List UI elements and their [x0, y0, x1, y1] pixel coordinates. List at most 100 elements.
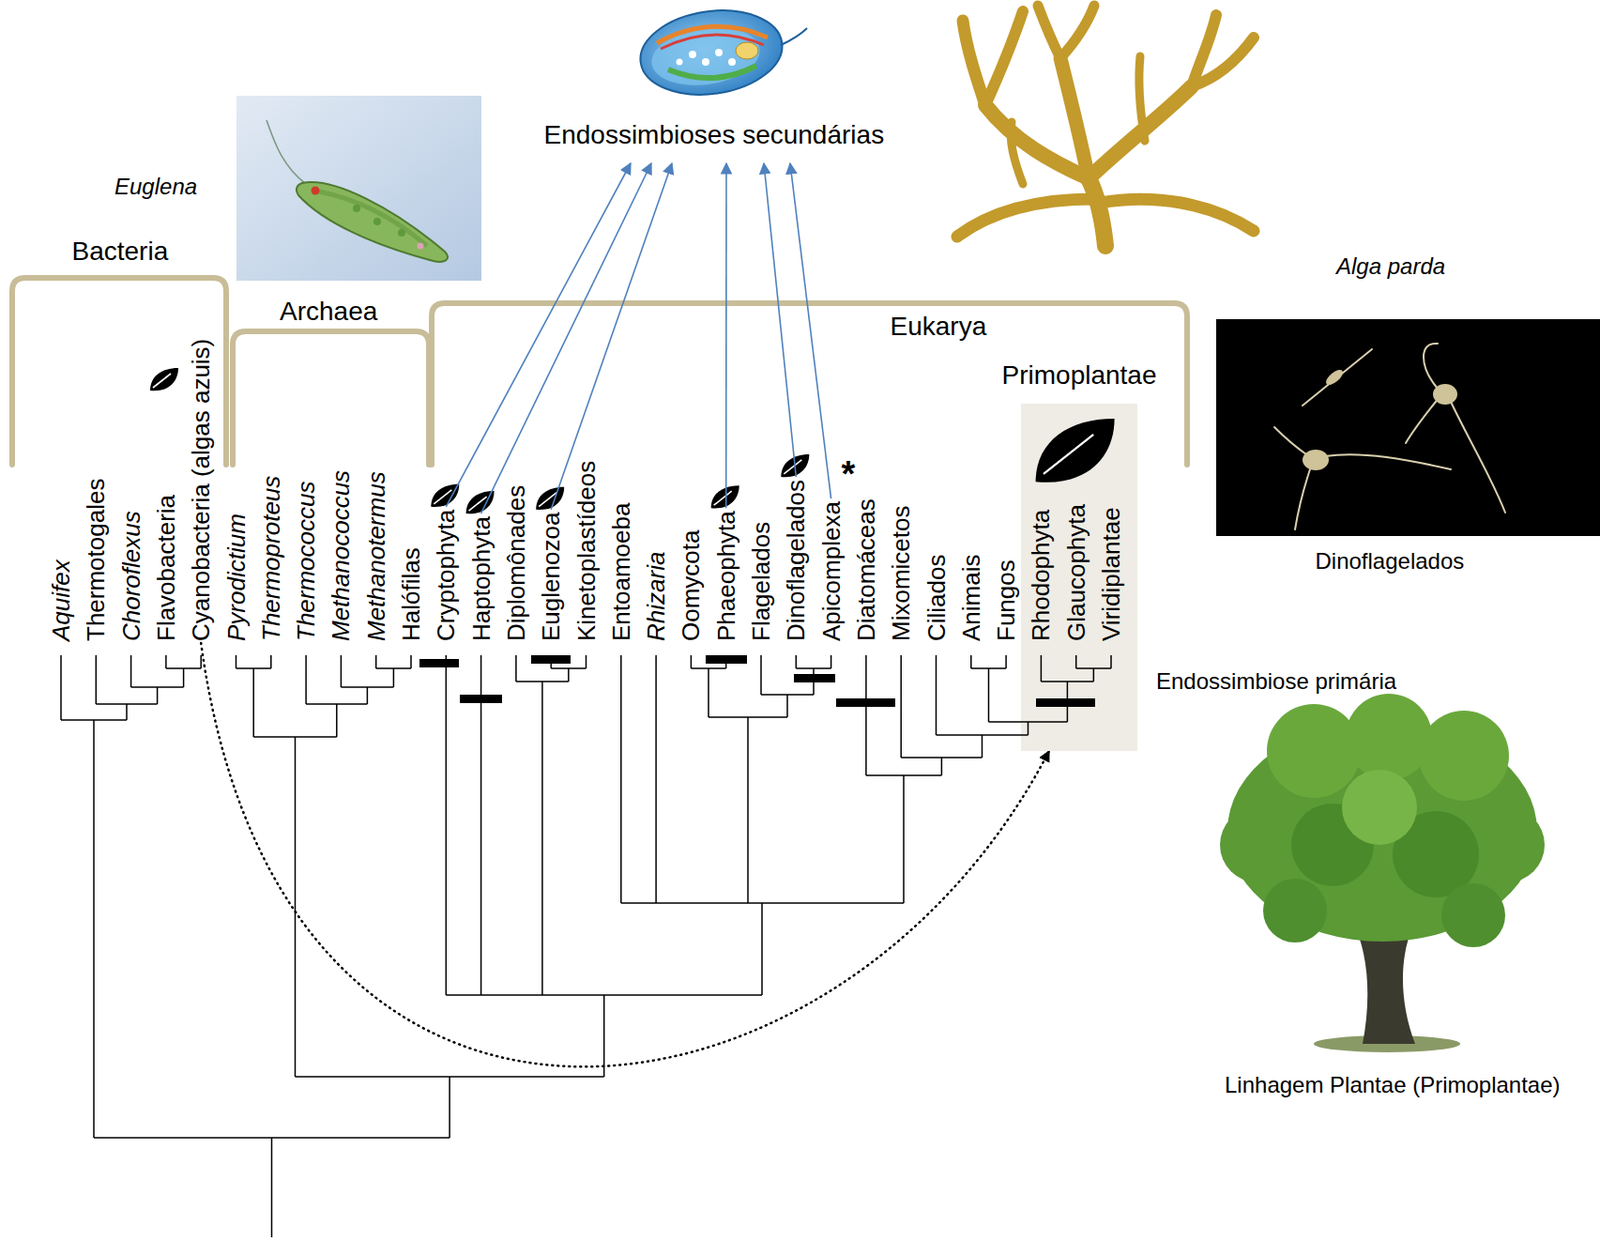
taxon-name: Fungos	[991, 559, 1021, 641]
plant-tree	[1263, 878, 1327, 943]
taxon-label: Oomycota	[676, 530, 705, 642]
brown-alga	[1099, 198, 1254, 231]
plastid-leaf-icon	[1036, 418, 1115, 483]
taxon-name: Diatomáceas	[852, 498, 881, 641]
euglena-photo	[417, 243, 425, 250]
taxon-name: Rhodophyta	[1026, 509, 1055, 641]
dinoflagellate-photo	[1295, 469, 1311, 530]
taxon-name: Thermococcus	[291, 481, 320, 642]
plant-tree	[1345, 693, 1433, 780]
image-caption: Euglena	[114, 173, 198, 200]
synapomorphy-bar	[705, 655, 747, 664]
brown-alga	[1037, 5, 1061, 59]
taxon-label: Mixomicetos	[886, 505, 915, 641]
cell-illustration	[701, 58, 710, 66]
taxon-name: Oomycota	[676, 530, 705, 642]
taxon-name: Cyanobacteria (algas azuis)	[186, 338, 215, 641]
plastid-leaf-icon	[430, 484, 459, 507]
plant-tree	[1219, 693, 1545, 1052]
taxon-name: Thermoproteus	[257, 475, 286, 641]
band-illustration	[936, 418, 1115, 735]
domain-label: Archaea	[279, 296, 378, 327]
euglena-photo	[296, 182, 448, 262]
brown-alga	[1010, 121, 1023, 184]
taxon-label: Haptophyta	[467, 516, 496, 641]
plastid-leaf-icon	[430, 484, 459, 507]
plastid-leaf-icon	[1043, 434, 1094, 474]
taxon-name: Cryptophyta	[431, 509, 460, 641]
plastid-leaf-icon	[535, 487, 564, 510]
taxon-name: Dinoflagelados	[781, 479, 810, 641]
taxon-name: Flavobacteria	[152, 494, 181, 641]
plant-tree	[1469, 807, 1545, 883]
image-caption: Dinoflagelados	[1315, 548, 1465, 575]
taxon-label: Pyrodictium	[222, 513, 251, 641]
cell-illustration	[676, 59, 684, 66]
synapomorphy-bar	[531, 655, 571, 664]
connector-arrow	[445, 163, 631, 507]
euglena-photo	[266, 120, 306, 184]
taxon-label: Thermoproteus	[257, 475, 286, 641]
taxon-label: Methanococcus	[326, 470, 355, 641]
plastid-leaf-icon	[150, 367, 179, 391]
taxon-label: Rhizaria	[641, 551, 671, 641]
dinoflagellate-photo	[1274, 343, 1506, 530]
cell-illustration	[728, 58, 736, 66]
taxon-label: Entoamoeba	[607, 502, 636, 641]
brown-alga	[1088, 178, 1106, 246]
process-box: Endossimbioses secundárias	[534, 118, 895, 164]
plant-tree	[1418, 710, 1509, 801]
taxon-name: Apicomplexa	[817, 501, 846, 641]
dinoflagellate-photo	[1274, 426, 1307, 455]
taxon-name: Animais	[957, 554, 986, 641]
dinoflagellate-photo	[1302, 449, 1329, 471]
taxon-label: Diplomônades	[502, 485, 531, 641]
plastid-leaf-icon	[150, 367, 179, 391]
synapomorphy-bar	[459, 694, 503, 703]
taxon-label: Choroflexus	[117, 510, 146, 641]
euglena-photo	[236, 95, 482, 281]
dinoflagellate-photo	[1423, 343, 1438, 389]
connector-arrow	[763, 163, 796, 477]
taxon-name: Viridiplantae	[1097, 506, 1126, 641]
taxon-label: Euglenozoa	[536, 512, 565, 641]
taxon-label: Phaeophyta	[712, 510, 741, 641]
plant-tree	[1341, 769, 1418, 845]
taxon-label: Apicomplexa	[817, 501, 846, 641]
taxon-name: Halófilas	[396, 547, 426, 641]
plastid-leaf-icon	[1036, 418, 1115, 483]
box-title: Endossimbioses secundárias	[544, 120, 885, 151]
cell-illustration	[668, 65, 757, 78]
image-caption: Alga parda	[1336, 253, 1446, 280]
connector-arrow	[725, 163, 728, 508]
taxon-name: Methanotermus	[362, 471, 391, 641]
plant-tree	[1266, 703, 1361, 798]
taxon-label: Rhodophyta	[1026, 509, 1055, 641]
synapomorphy-bar	[419, 658, 459, 668]
brown-alga	[1139, 56, 1145, 141]
taxon-name: Flagelados	[746, 521, 776, 641]
clade-heading: Primoplantae	[1002, 360, 1158, 391]
brown-alga	[1060, 5, 1095, 59]
taxon-label: Halófilas	[396, 547, 426, 641]
euglena-photo	[236, 95, 482, 281]
brown-alga	[985, 11, 1023, 106]
brown-alga	[962, 20, 986, 106]
dinoflagellate-photo	[1216, 319, 1600, 536]
taxon-label: Fungos	[991, 559, 1021, 641]
plastid-leaf-icon	[714, 490, 732, 505]
connector-arrow	[550, 163, 672, 510]
taxon-name: Diplomônades	[502, 485, 531, 641]
euglena-photo	[352, 204, 361, 213]
taxon-label: Thermotogales	[81, 478, 110, 641]
taxon-name: Rhizaria	[641, 551, 671, 641]
taxon-label: Cyanobacteria (algas azuis)	[186, 338, 215, 641]
cell-illustration	[780, 28, 808, 46]
dinoflagellate-photo	[1216, 319, 1600, 536]
taxon-name: Thermotogales	[81, 478, 110, 641]
dinoflagellate-photo	[1450, 401, 1506, 513]
taxon-name: Glaucophyta	[1062, 503, 1091, 641]
brown-alga	[1060, 58, 1089, 179]
taxon-label: Cryptophyta	[431, 509, 460, 641]
tree-branches	[60, 655, 1006, 1237]
